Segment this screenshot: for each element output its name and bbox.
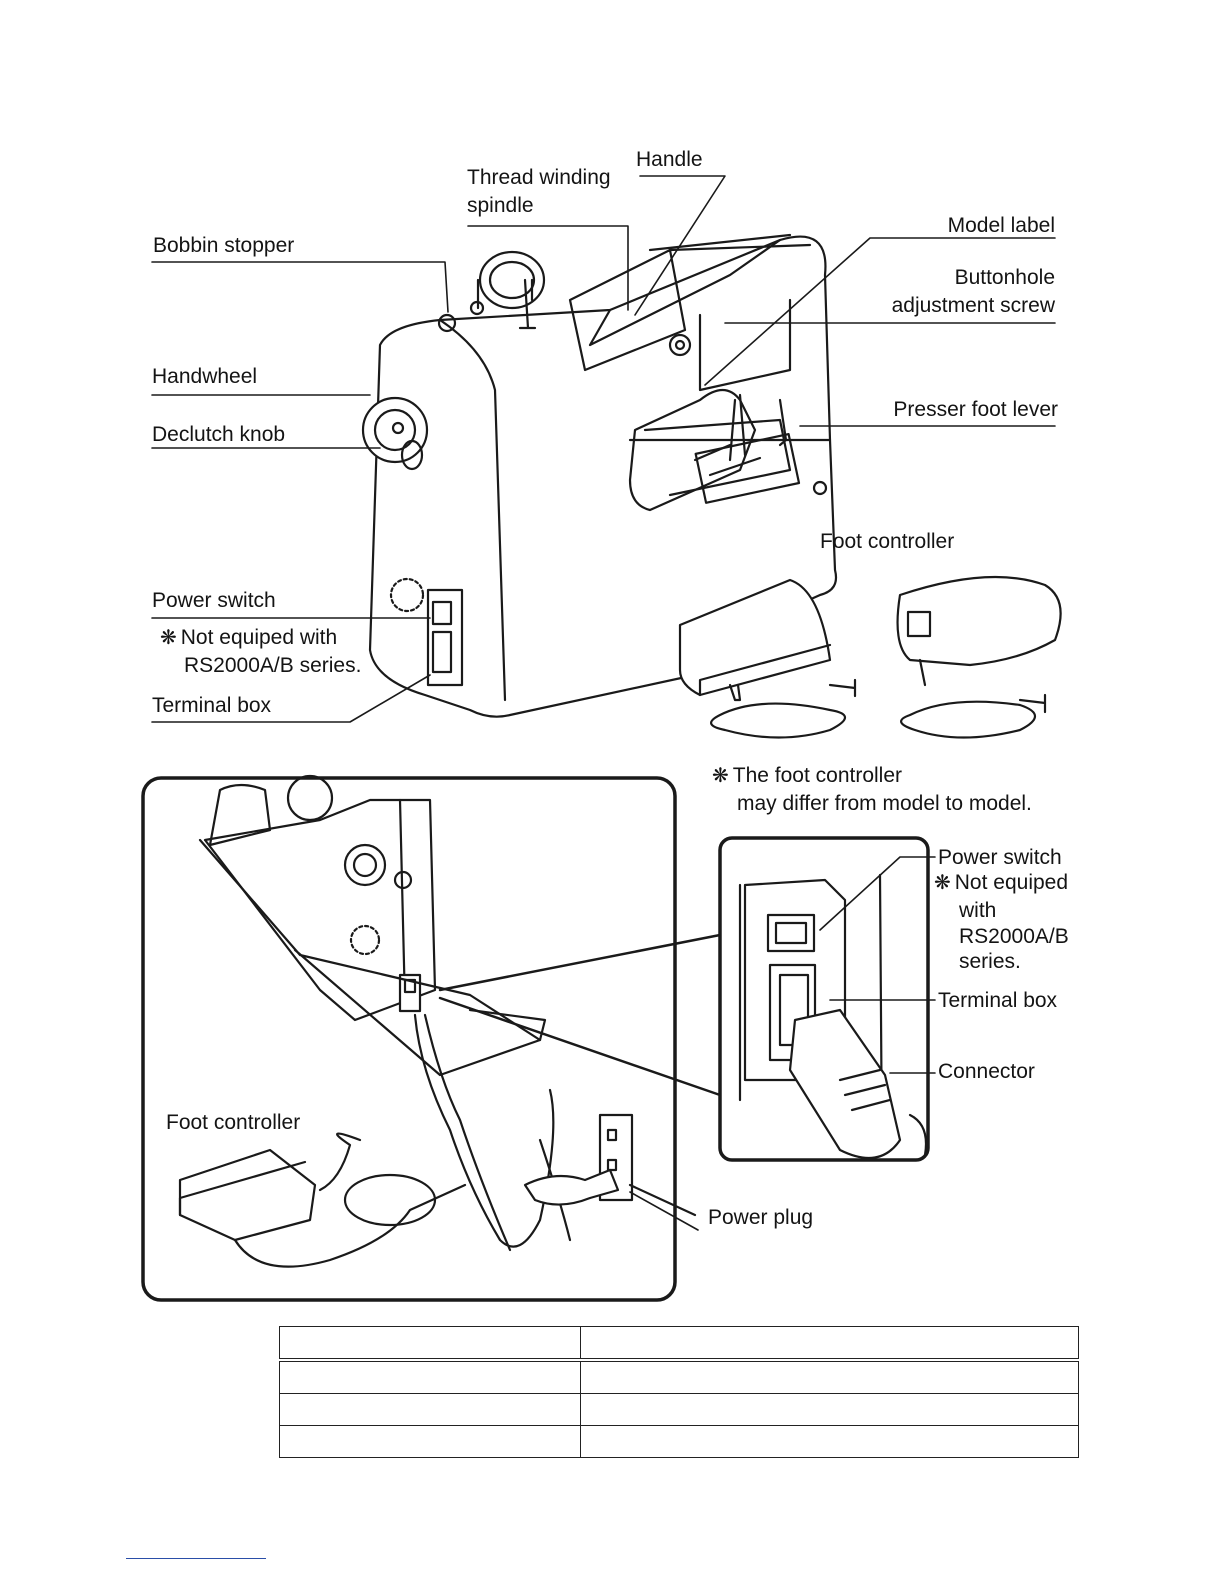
detail-note-line2: with xyxy=(959,899,997,922)
table-cell xyxy=(279,1326,581,1362)
thread-winding-label: Thread winding xyxy=(467,166,611,189)
note-asterisk-icon: ❋ xyxy=(160,627,177,649)
foot-controllers-drawing xyxy=(678,575,1062,739)
power-switch-label: Power switch xyxy=(152,589,276,612)
table-cell xyxy=(580,1326,1079,1362)
terminal-box-label: Terminal box xyxy=(152,694,272,717)
detail-note-line3: RS2000A/B xyxy=(959,925,1069,948)
spindle-label: spindle xyxy=(467,194,534,217)
table-row xyxy=(279,1425,1079,1458)
table-row xyxy=(279,1359,1079,1394)
table-header-row xyxy=(279,1326,1079,1362)
table-cell xyxy=(279,1425,581,1458)
sewing-machine-illustration: Handle Thread winding spindle Model labe… xyxy=(140,140,1080,1305)
table-cell xyxy=(580,1359,1079,1394)
connector-label: Connector xyxy=(938,1060,1035,1083)
footer-rule xyxy=(126,1558,266,1559)
table-row xyxy=(279,1393,1079,1426)
note-asterisk-icon: ❋ xyxy=(934,872,951,894)
detail-note: ❋Not equiped xyxy=(934,871,1069,894)
foot-controller-label: Foot controller xyxy=(820,530,955,553)
presser-foot-lever-label: Presser foot lever xyxy=(893,398,1058,421)
detail-callout-drawing xyxy=(438,836,930,1162)
installation-panel-drawing xyxy=(141,774,697,1302)
terminal-box-detail-label: Terminal box xyxy=(938,989,1058,1012)
table-cell xyxy=(279,1359,581,1394)
table-cell xyxy=(580,1425,1079,1458)
handwheel-label: Handwheel xyxy=(152,365,258,388)
handle-label: Handle xyxy=(636,148,703,171)
not-equipped-note-line2: RS2000A/B series. xyxy=(184,654,362,677)
spec-table xyxy=(279,1326,1079,1458)
power-switch-detail-label: Power switch xyxy=(938,846,1062,869)
bobbin-stopper-label: Bobbin stopper xyxy=(153,234,295,257)
buttonhole-label: Buttonhole xyxy=(954,266,1055,289)
note-asterisk-icon: ❋ xyxy=(712,765,729,787)
foot-controller-note-line2: may differ from model to model. xyxy=(737,792,1032,815)
table-cell xyxy=(279,1393,581,1426)
not-equipped-note: ❋Not equiped with xyxy=(160,626,338,649)
model-label-label: Model label xyxy=(947,214,1055,237)
leader-lines xyxy=(151,175,1056,723)
foot-controller-bottom-label: Foot controller xyxy=(166,1111,301,1134)
line-art xyxy=(141,175,1062,1302)
power-plug-label: Power plug xyxy=(708,1206,814,1229)
declutch-knob-label: Declutch knob xyxy=(152,423,286,446)
foot-controller-note: ❋The foot controller xyxy=(712,764,903,787)
adjustment-screw-label: adjustment screw xyxy=(891,294,1055,317)
sewing-machine-drawing xyxy=(361,233,838,718)
table-cell xyxy=(580,1393,1079,1426)
detail-note-line4: series. xyxy=(959,950,1021,973)
